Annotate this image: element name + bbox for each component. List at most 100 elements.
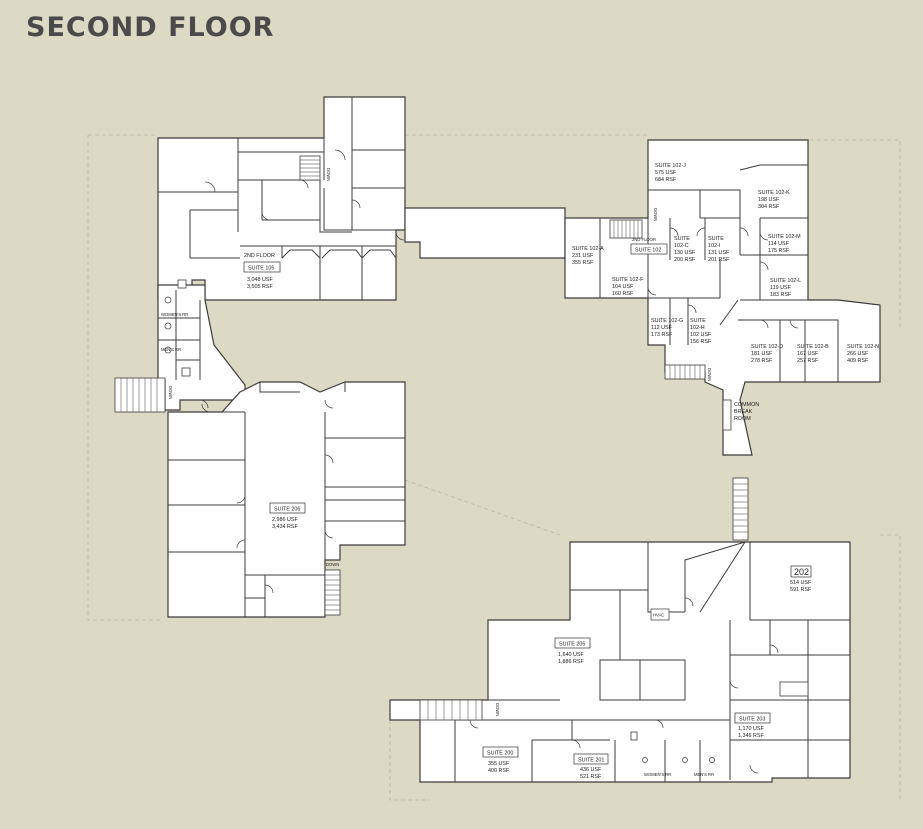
suite-102n-name: SUITE 102-N <box>847 344 879 350</box>
suite-102m-usf: 114 USF <box>768 241 790 247</box>
suite-102b-usf: 167 USF <box>797 351 819 357</box>
bridge <box>404 207 566 259</box>
suite-102-tag <box>630 243 668 255</box>
suite-102h-l2: 102-H <box>690 325 705 331</box>
down-label-7: DOWN <box>495 703 500 716</box>
suite-102c-l2: 102-C <box>674 243 689 249</box>
break-room-l3: ROOM <box>734 416 751 422</box>
suite-105-name: SUITE 105 <box>248 266 274 272</box>
suite-102-caption: 2ND FLOOR <box>632 237 656 242</box>
suite-102a-name: SUITE 102-A <box>572 246 604 252</box>
suite-102g-usf: 112 USF <box>651 325 673 331</box>
mens-rr-east: MEN'S RR <box>694 772 714 777</box>
suite-102j-name: SUITE 102-J <box>655 163 686 169</box>
down-label-2: DOWN <box>168 386 173 399</box>
suite-102n-rsf: 409 RSF <box>847 358 869 364</box>
suite-102b-name: SUITE 102-B <box>797 344 829 350</box>
floor-title: SECOND FLOOR <box>26 12 275 43</box>
suite-200-usf: 355 USF <box>488 761 510 767</box>
suite-102-name: SUITE 102 <box>635 248 661 254</box>
mens-rr-west: MEN'S RR <box>161 347 181 352</box>
building-suite-102 <box>564 139 881 456</box>
suite-102k-usf: 198 USF <box>758 197 780 203</box>
suite-102d-name: SUITE 102-D <box>751 344 783 350</box>
suite-102i-l2: 102-I <box>708 243 720 249</box>
suite-102f-usf: 104 USF <box>612 284 634 290</box>
suite-102n-usf: 266 USF <box>847 351 869 357</box>
suite-102m-name: SUITE 102-M <box>768 234 801 240</box>
hvac-label: HVAC <box>653 613 664 618</box>
suite-206-name: SUITE 206 <box>274 507 300 513</box>
suite-102i-l1: SUITE <box>708 236 724 242</box>
suite-102b-rsf: 257 RSF <box>797 358 819 364</box>
suite-206-rsf: 3,434 RSF <box>272 524 298 530</box>
suite-102d-usf: 181 USF <box>751 351 773 357</box>
suite-102l-usf: 119 USF <box>770 285 792 291</box>
suite-201-rsf: 521 RSF <box>580 774 602 780</box>
down-label-3: DOWN <box>326 562 339 567</box>
down-label-1: DOWN <box>326 168 331 181</box>
suite-102-labels: SUITE 102-J 575 USF 684 RSF SUITE 102-K … <box>572 163 879 422</box>
break-room-l2: BREAK <box>734 409 753 415</box>
suite-102h-rsf: 156 RSF <box>690 339 712 345</box>
southeast-suite-labels: 202 514 USF 591 RSF SUITE 205 1,640 USF … <box>482 565 812 780</box>
suite-200-rsf: 400 RSF <box>488 768 510 774</box>
suite-102i-usf: 131 USF <box>708 250 730 256</box>
suite-102c-usf: 130 USF <box>674 250 696 256</box>
suite-200-name: SUITE 200 <box>487 751 513 757</box>
building-suite-206: DOWN <box>167 381 406 618</box>
suite-206-block: SUITE 206 2,986 USF 3,434 RSF <box>269 502 306 530</box>
building-southeast: DOWN DOWN HVAC WOMEN'S RR MEN'S RR <box>389 477 851 783</box>
suite-102h-usf: 102 USF <box>690 332 712 338</box>
suite-205-tag <box>554 637 591 649</box>
west-connector: WOMEN'S RR MEN'S RR DOWN <box>114 279 246 413</box>
suite-206-tag <box>269 502 306 514</box>
down-label-4: DOWN <box>653 208 658 221</box>
suite-102h-l1: SUITE <box>690 318 706 324</box>
suite-202-tag <box>790 565 812 578</box>
suite-202-rsf: 591 RSF <box>790 587 812 593</box>
suite-102g-name: SUITE 102-G <box>651 318 683 324</box>
womens-rr-west: WOMEN'S RR <box>161 312 188 317</box>
suite-105-tag <box>243 261 281 273</box>
suite-102l-rsf: 183 RSF <box>770 292 792 298</box>
suite-102a-usf: 231 USF <box>572 253 594 259</box>
suite-201-usf: 436 USF <box>580 767 602 773</box>
suite-200-tag <box>482 746 519 758</box>
suite-201-tag <box>573 753 609 765</box>
suite-102i-rsf: 201 RSF <box>708 257 730 263</box>
suite-102g-rsf: 173 RSF <box>651 332 673 338</box>
building-west-upper: DOWN <box>157 96 406 301</box>
hvac-box <box>650 608 670 621</box>
suite-205-usf: 1,640 USF <box>558 652 584 658</box>
suite-203-name: SUITE 203 <box>739 717 765 723</box>
break-room-l1: COMMON <box>734 402 759 408</box>
suite-202-usf: 514 USF <box>790 580 812 586</box>
suite-102d-rsf: 278 RSF <box>751 358 773 364</box>
suite-102m-rsf: 175 RSF <box>768 248 790 254</box>
suite-102c-rsf: 200 RSF <box>674 257 696 263</box>
womens-rr-east: WOMEN'S RR <box>644 772 671 777</box>
suite-102c-l1: SUITE <box>674 236 690 242</box>
suite-102a-rsf: 355 RSF <box>572 260 594 266</box>
suite-102k-rsf: 304 RSF <box>758 204 780 210</box>
suite-206-usf: 2,986 USF <box>272 517 298 523</box>
suite-203-usf: 1,170 USF <box>738 726 764 732</box>
suite-102j-usf: 575 USF <box>655 170 677 176</box>
suite-105-usf: 3,048 USF <box>247 277 273 283</box>
suite-203-rsf: 1,346 RSF <box>738 733 764 739</box>
suite-203-tag <box>734 712 771 724</box>
suite-105-caption: 2ND FLOOR <box>244 253 275 259</box>
suite-102j-rsf: 684 RSF <box>655 177 677 183</box>
suite-205-name: SUITE 205 <box>559 642 585 648</box>
down-label-5: DOWN <box>707 368 712 381</box>
suite-205-rsf: 1,886 RSF <box>558 659 584 665</box>
suite-102f-rsf: 160 RSF <box>612 291 634 297</box>
suite-201-name: SUITE 201 <box>578 758 604 764</box>
suite-102f-name: SUITE 102-F <box>612 277 644 283</box>
suite-102k-name: SUITE 102-K <box>758 190 790 196</box>
suite-102l-name: SUITE 102-L <box>770 278 801 284</box>
suite-105-rsf: 3,505 RSF <box>247 284 273 290</box>
suite-202-name: 202 <box>794 567 809 577</box>
